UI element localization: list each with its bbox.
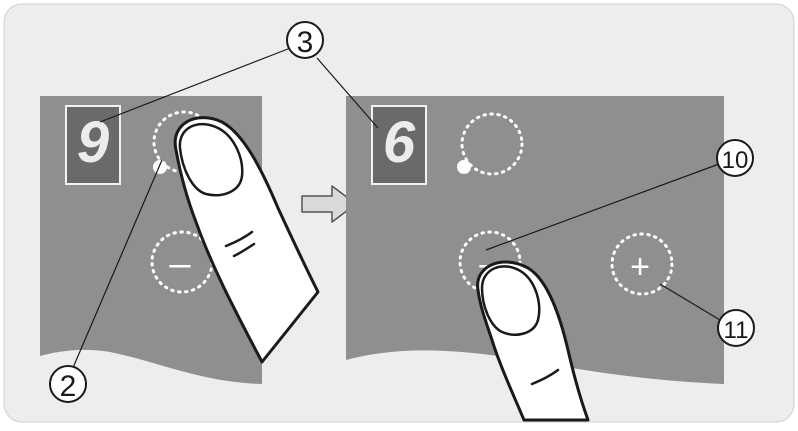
callout-3-label: 3 bbox=[297, 26, 314, 59]
left-finger-illustration bbox=[173, 116, 320, 364]
right-minus-dotted-ring[interactable] bbox=[458, 230, 522, 294]
right-power-display bbox=[371, 105, 427, 185]
callout-10-label: 10 bbox=[722, 147, 749, 174]
right-finger-illustration bbox=[476, 260, 590, 422]
right-dotted-ring-control[interactable] bbox=[460, 112, 524, 176]
transition-arrow bbox=[301, 185, 357, 223]
leader-3-right bbox=[316, 57, 379, 129]
leader-10 bbox=[485, 163, 720, 251]
right-panel-surface bbox=[346, 96, 724, 384]
leader-11 bbox=[659, 283, 721, 321]
right-control-panel: 6 – + bbox=[346, 96, 724, 422]
callout-2-label: 2 bbox=[60, 370, 77, 403]
callout-11: 11 bbox=[717, 309, 755, 347]
left-minus-label: – bbox=[169, 243, 191, 285]
leader-lines bbox=[71, 46, 721, 371]
callout-3: 3 bbox=[286, 21, 324, 59]
right-indicator-dot bbox=[457, 160, 471, 174]
right-power-digit: 6 bbox=[383, 110, 416, 175]
left-power-display bbox=[65, 105, 121, 185]
leader-3-left bbox=[99, 46, 294, 123]
left-indicator-dot bbox=[153, 160, 167, 174]
callout-2: 2 bbox=[49, 365, 87, 403]
right-plus-dotted-ring[interactable] bbox=[610, 232, 674, 296]
callout-10: 10 bbox=[716, 139, 754, 177]
leader-2 bbox=[71, 159, 163, 371]
right-plus-label: + bbox=[630, 248, 650, 286]
callout-11-label: 11 bbox=[724, 317, 749, 344]
